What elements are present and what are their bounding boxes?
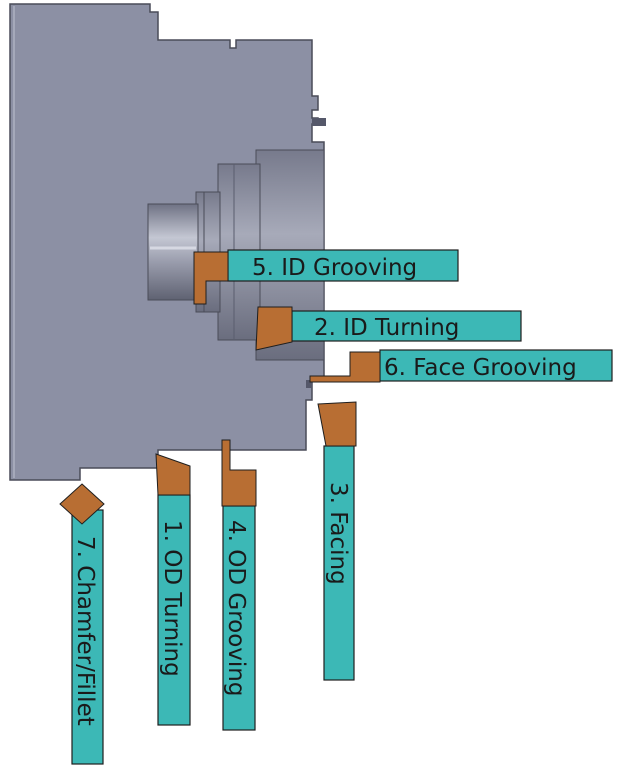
id-grooving-insert <box>193 251 229 305</box>
od-grooving-holder <box>222 505 256 731</box>
od-turning-holder <box>157 494 191 726</box>
face-grooving-insert <box>309 351 381 383</box>
id-turning-insert <box>255 306 293 351</box>
face-grooving-label: 6. Face Grooving <box>384 355 577 381</box>
tool-facing: 3. Facing <box>317 401 357 681</box>
tool-chamfer-fillet: 7. Chamfer/Fillet <box>59 483 105 765</box>
bore-bottom <box>147 203 199 301</box>
id-turning-holder <box>291 310 522 342</box>
tool-face-grooving: 6. Face Grooving <box>309 349 613 383</box>
chamfer-fillet-holder <box>71 509 104 765</box>
face-notch <box>306 380 312 388</box>
chamfer-fillet-label: 7. Chamfer/Fillet <box>72 536 98 726</box>
chamfer-fillet-insert <box>59 483 105 525</box>
od-turning-insert <box>155 453 191 496</box>
tool-id-turning: 2. ID Turning <box>255 306 522 351</box>
tool-od-grooving: 4. OD Grooving <box>221 439 257 731</box>
face-grooving-holder <box>379 349 613 382</box>
tool-od-turning: 1. OD Turning <box>155 453 191 726</box>
id-turning-label: 2. ID Turning <box>314 315 459 341</box>
od-grooving-label: 4. OD Grooving <box>223 520 249 696</box>
workpiece <box>9 3 326 481</box>
od-grooving-insert <box>221 439 257 507</box>
face-slot <box>312 118 326 126</box>
facing-label: 3. Facing <box>325 482 351 585</box>
facing-insert <box>317 401 357 447</box>
facing-holder <box>323 445 355 681</box>
id-grooving-label: 5. ID Grooving <box>252 255 417 281</box>
tool-id-grooving: 5. ID Grooving <box>193 249 459 305</box>
id-grooving-holder <box>227 249 459 282</box>
od-turning-label: 1. OD Turning <box>159 520 185 677</box>
